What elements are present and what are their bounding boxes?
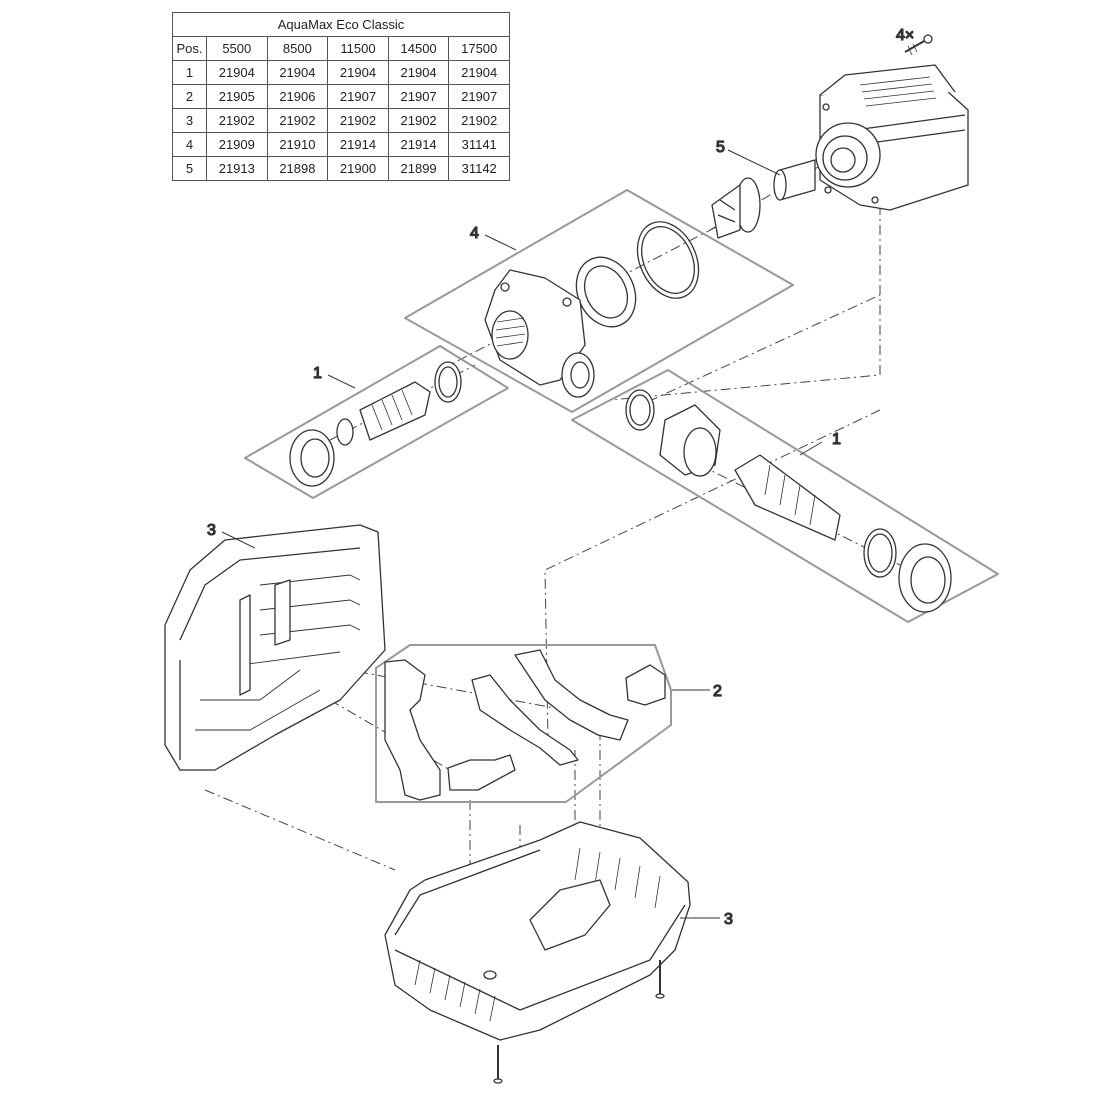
pos-header: Pos.: [172, 36, 207, 61]
callout-screws: 4×: [896, 27, 914, 44]
group-outline-right-connector: [571, 369, 999, 623]
part-number-cell: 21900: [327, 156, 389, 181]
part-number-cell: 31142: [448, 156, 510, 181]
part-number-cell: 21910: [266, 132, 329, 157]
part-number-cell: 21904: [387, 60, 450, 85]
part-number-cell: 21904: [448, 60, 510, 85]
screw-icon: [493, 1045, 503, 1084]
part-number-cell: 21904: [266, 60, 329, 85]
group-outline-foam-inserts: [375, 644, 672, 803]
pos-cell: 5: [172, 156, 207, 181]
part-number-cell: 21899: [387, 156, 450, 181]
callout-housing-top: 3: [207, 522, 216, 539]
table-header-row: Pos. 5500 8500 11500 14500 17500: [172, 36, 510, 61]
table-row: 2 21905 21906 21907 21907 21907: [172, 84, 510, 109]
foam-inserts: [384, 649, 666, 801]
part-number-cell: 21902: [327, 108, 389, 133]
pos-cell: 1: [172, 60, 207, 85]
part-number-cell: 21907: [327, 84, 389, 109]
part-number-cell: 21898: [266, 156, 329, 181]
part-number-cell: 21905: [206, 84, 268, 109]
screw-icon: [655, 960, 665, 999]
table-row: 4 21909 21910 21914 21914 31141: [172, 132, 510, 157]
leader-lines: [221, 149, 823, 919]
screw-icon: [904, 34, 933, 56]
part-number-cell: 21913: [206, 156, 268, 181]
housing-top-shell: [164, 524, 386, 771]
callout-foam-inserts: 2: [713, 683, 722, 700]
group-outline-pump-housing: [404, 189, 794, 413]
table-row: 5 21913 21898 21900 21899 31142: [172, 156, 510, 181]
part-number-cell: 21902: [206, 108, 268, 133]
right-hose-connector: [625, 389, 952, 613]
callout-pump-housing: 4: [470, 225, 479, 242]
callout-motor-rotor: 5: [716, 139, 725, 156]
seal-ring: [575, 256, 637, 328]
pump-housing-body: [484, 269, 595, 398]
callout-hose-connector-right: 1: [832, 431, 841, 448]
callout-housing-bottom: 3: [724, 911, 733, 928]
pos-cell: 4: [172, 132, 207, 157]
group-outline-left-connector: [244, 345, 509, 499]
table-row: 1 21904 21904 21904 21904 21904: [172, 60, 510, 85]
model-header: 8500: [266, 36, 329, 61]
table-title: AquaMax Eco Classic: [172, 12, 510, 37]
o-ring-large: [636, 221, 700, 299]
part-number-cell: 21907: [387, 84, 450, 109]
model-header: 17500: [448, 36, 510, 61]
pos-cell: 2: [172, 84, 207, 109]
motor-block: [815, 64, 969, 211]
parts-table: AquaMax Eco Classic Pos. 5500 8500 11500…: [172, 12, 510, 181]
housing-bottom-shell: [384, 821, 691, 1041]
left-hose-connector: [289, 361, 462, 487]
callout-hose-connector-left: 1: [313, 365, 322, 382]
rotor-impeller: [711, 159, 816, 239]
